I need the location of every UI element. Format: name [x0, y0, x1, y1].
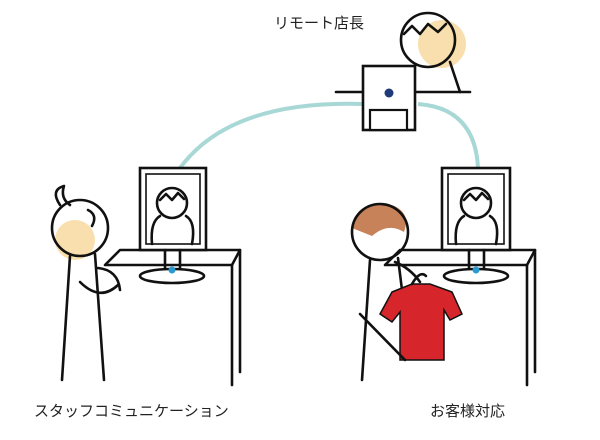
monitor-right	[440, 166, 512, 252]
remote-manager	[334, 11, 472, 132]
customer-desk	[383, 166, 537, 387]
staff-person	[50, 184, 122, 382]
connection-line-right	[417, 102, 480, 169]
connection-line-left	[178, 101, 363, 170]
monitor-left	[138, 166, 208, 252]
staff-communication-label: スタッフコミュニケーション	[34, 402, 229, 420]
camera-icon	[384, 88, 394, 98]
customer-person	[350, 202, 463, 382]
staff-desk	[103, 166, 242, 387]
red-shirt	[379, 283, 463, 361]
customer-service-label: お客様対応	[430, 402, 506, 420]
remote-manager-label: リモート店長	[274, 14, 365, 32]
